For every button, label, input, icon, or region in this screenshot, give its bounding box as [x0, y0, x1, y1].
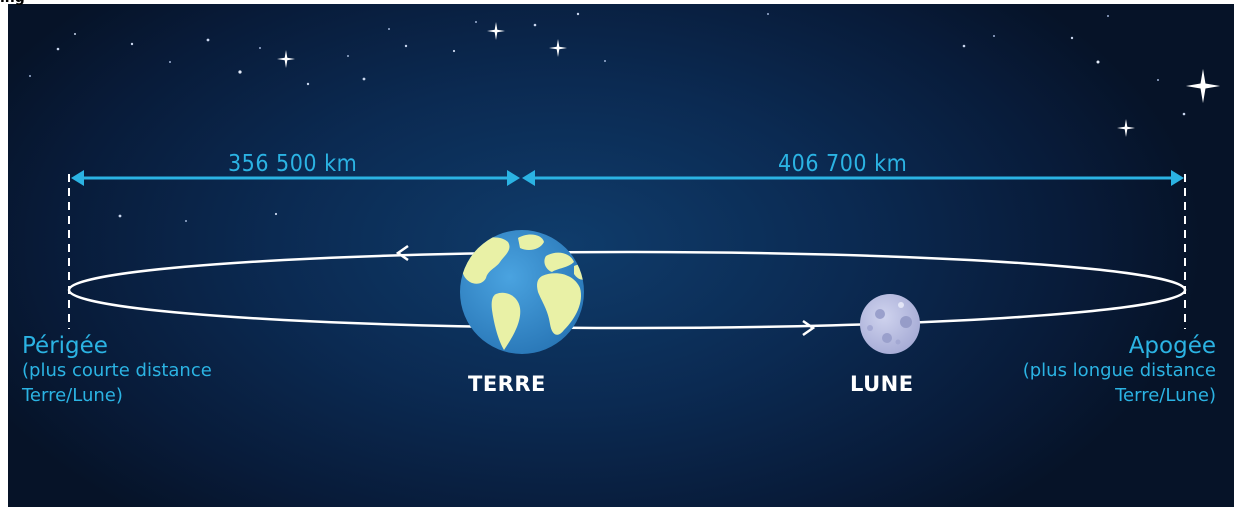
orbit-direction-arrow-top	[395, 244, 409, 262]
header-fragment: ing	[0, 0, 25, 5]
apogee-desc-line2: Terre/Lune)	[1115, 385, 1216, 406]
perigee-desc-line2: Terre/Lune)	[22, 385, 123, 406]
apogee-title: Apogée	[1128, 333, 1216, 359]
apogee-desc-line1: (plus longue distance	[1022, 360, 1216, 381]
diagram-canvas	[29, 12, 1221, 354]
space-background: 356 500 km 406 700 km Périgée (plus cour…	[8, 4, 1234, 507]
orbit-direction-arrow-bottom	[802, 319, 816, 337]
moon-orbit	[67, 250, 1187, 330]
perigee-distance-arrow	[71, 170, 520, 186]
perigee-title: Périgée	[22, 333, 108, 359]
header-strip	[0, 0, 1242, 4]
perigee-desc-line1: (plus courte distance	[22, 360, 212, 381]
apogee-caption: Apogée (plus longue distance Terre/Lune)	[1023, 334, 1216, 408]
stars	[29, 12, 1221, 222]
moon-label: LUNE	[850, 372, 914, 396]
apogee-distance-arrow	[522, 170, 1184, 186]
apogee-distance-label: 406 700 km	[778, 151, 908, 177]
earth-label: TERRE	[468, 372, 546, 396]
perigee-caption: Périgée (plus courte distance Terre/Lune…	[22, 334, 212, 408]
perigee-distance-label: 356 500 km	[228, 151, 358, 177]
earth-globe	[460, 230, 584, 354]
moon-globe	[860, 294, 920, 354]
